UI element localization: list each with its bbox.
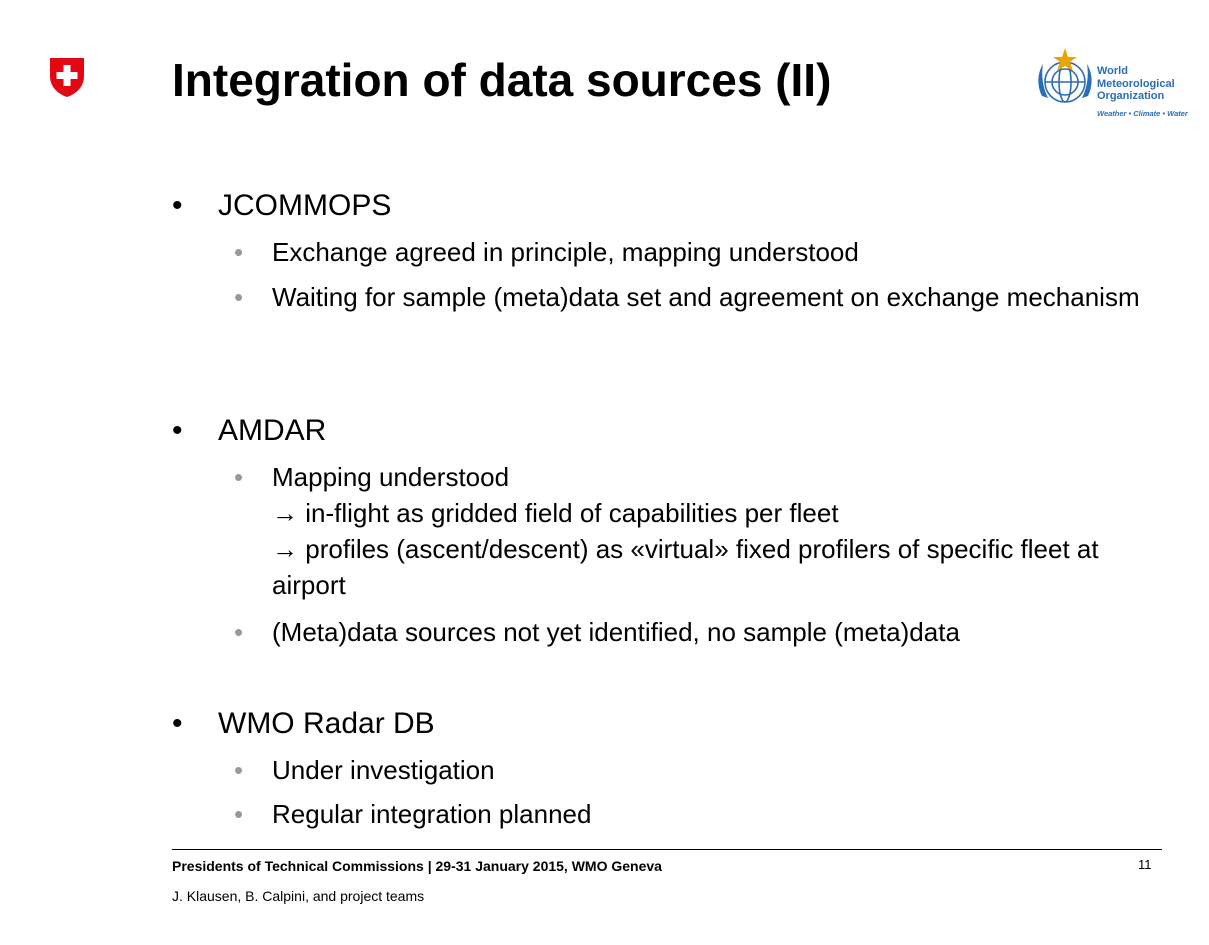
section-heading-jcommops: • JCOMMOPS [172, 188, 392, 224]
footer-divider [172, 849, 1162, 850]
bullet-icon: • [234, 799, 244, 829]
bullet-icon: • [234, 755, 244, 785]
section-heading-wmo-radar-db: • WMO Radar DB [172, 706, 435, 742]
section-heading-text: WMO Radar DB [218, 707, 435, 740]
sub-line-text: in-flight as gridded field of capabiliti… [305, 498, 839, 528]
wmo-emblem-icon [1038, 48, 1092, 103]
footer-authors: J. Klausen, B. Calpini, and project team… [172, 888, 425, 904]
section-heading-text: AMDAR [218, 414, 327, 447]
list-item-text: (Meta)data sources not yet identified, n… [272, 617, 960, 647]
arrow-right-icon: → [272, 498, 298, 528]
bullet-icon: • [172, 707, 183, 740]
list-item-text: Regular integration planned [272, 799, 592, 829]
wmo-tagline: Weather • Climate • Water [1097, 109, 1188, 118]
section-heading-amdar: • AMDAR [172, 413, 327, 449]
list-item-text: Mapping understood [272, 462, 510, 492]
list-item: • (Meta)data sources not yet identified,… [234, 614, 1152, 650]
wmo-line-2: Meteorological [1097, 77, 1175, 90]
arrow-right-icon: → [272, 534, 298, 564]
bullet-icon: • [172, 414, 183, 447]
wmo-line-1: World [1097, 65, 1128, 77]
list-item-text: Exchange agreed in principle, mapping un… [272, 237, 859, 267]
bullet-icon: • [172, 189, 183, 222]
list-item-text: Under investigation [272, 755, 495, 785]
page-number: 11 [1138, 857, 1152, 872]
list-item: • Under investigation [234, 752, 1152, 788]
sub-line-text: profiles (ascent/descent) as «virtual» f… [272, 534, 1099, 600]
wmo-wordmark: World Meteorological Organization [1097, 65, 1175, 103]
list-item-text: Waiting for sample (meta)data set and ag… [272, 282, 1140, 312]
bullet-icon: • [234, 282, 244, 312]
page-title: Integration of data sources (II) [172, 54, 832, 106]
bullet-icon: • [234, 237, 244, 267]
bullet-icon: • [234, 462, 244, 492]
footer-event: Presidents of Technical Commissions | 29… [172, 858, 662, 874]
bullet-icon: • [234, 617, 244, 647]
list-item: • Exchange agreed in principle, mapping … [234, 234, 1152, 270]
section-heading-text: JCOMMOPS [218, 189, 392, 222]
list-item: • Waiting for sample (meta)data set and … [234, 279, 1152, 315]
list-item: • Mapping understood → in-flight as grid… [234, 459, 1152, 603]
swiss-cross-shield-icon [50, 58, 84, 97]
list-item: • Regular integration planned [234, 796, 1152, 832]
sub-line: → in-flight as gridded field of capabili… [272, 495, 1152, 531]
wmo-line-3: Organization [1097, 90, 1165, 102]
sub-line: → profiles (ascent/descent) as «virtual»… [272, 531, 1152, 603]
